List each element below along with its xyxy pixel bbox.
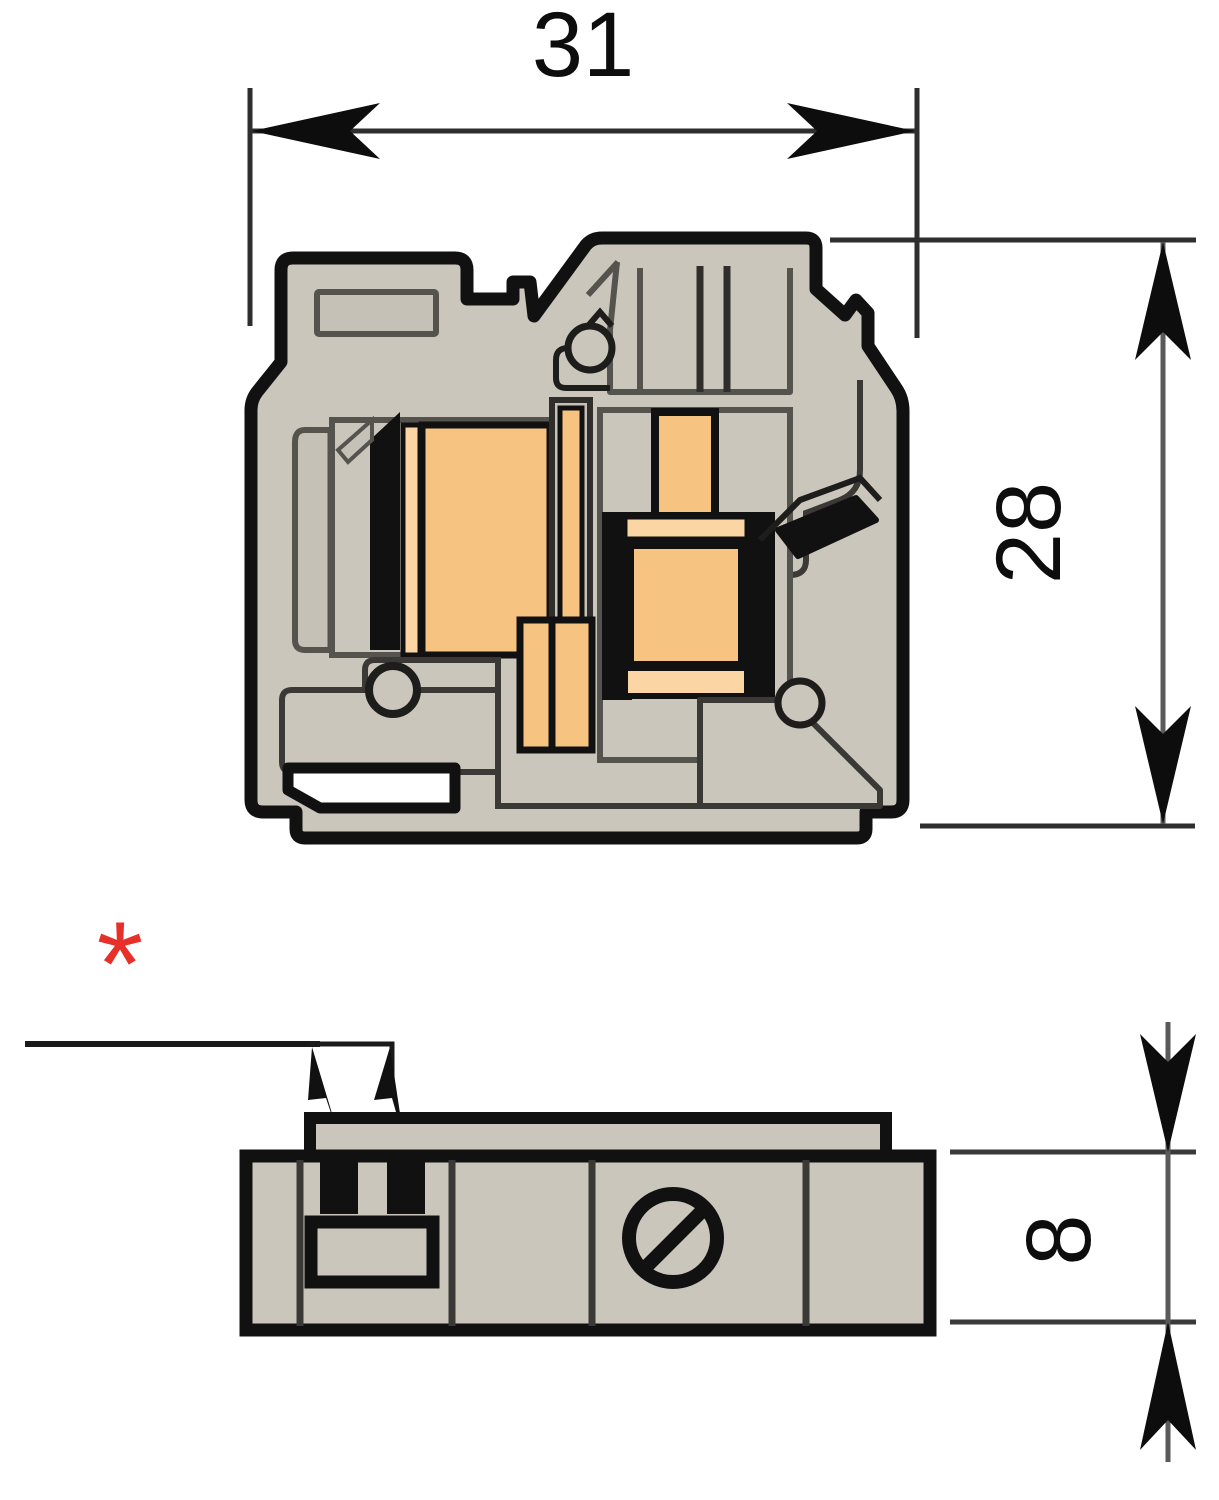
depth-dim-value: 8: [1008, 1214, 1110, 1265]
height-dim-arrow-bottom-icon: [1135, 706, 1191, 824]
asterisk-leader-arrow-right-icon: [374, 1047, 404, 1140]
lower-right-pivot-circle-icon: [774, 677, 826, 729]
width-dim-arrow-left-icon: [252, 103, 380, 159]
clamp-upper-metal: [651, 408, 719, 526]
width-dimension: 31: [247, 0, 920, 338]
din-rail-foot-slot: [282, 762, 461, 814]
depth-dim-arrow-bottom-icon: [1140, 1322, 1196, 1450]
width-dim-value: 31: [532, 0, 634, 96]
footnote-asterisk-symbol: *: [97, 897, 144, 1031]
marker-slot-recess: [314, 289, 439, 337]
clamp-mid-metal-strip: [622, 514, 750, 542]
top-view-notch-right: [387, 1158, 425, 1214]
left-busbar-dark-wedge: [370, 412, 400, 650]
top-view-marker-slot: [304, 1215, 440, 1289]
roof-slope-line: [585, 259, 621, 298]
spring-lever-outline: [757, 474, 883, 543]
screw-shaft-lower: [516, 616, 556, 754]
roof-inner-contour: [607, 261, 793, 395]
clamp-lower-metal-block: [626, 541, 746, 669]
lower-right-foot: [697, 697, 883, 809]
height-dimension: 28: [830, 237, 1196, 829]
depth-dim-arrow-top-icon: [1140, 1034, 1196, 1152]
upper-pivot-link: [585, 307, 615, 328]
left-busbar-top-bevel: [335, 415, 374, 465]
clamp-yoke: [602, 512, 775, 700]
depth-dimension: 8: [950, 1022, 1196, 1462]
top-view: [239, 1112, 937, 1337]
height-dim-value: 28: [978, 482, 1080, 584]
screw-slot-icon: [638, 1203, 710, 1275]
clamp-base-metal-strip: [622, 665, 750, 699]
height-dim-arrow-top-icon: [1135, 242, 1191, 360]
asterisk-leader-arrow-left-icon: [308, 1047, 340, 1140]
footnote-asterisk-group: *: [25, 897, 404, 1140]
spring-lever: [775, 495, 879, 559]
lower-pivot-circle-icon: [365, 662, 421, 718]
cross-section-view: [244, 231, 910, 845]
width-dim-arrow-right-icon: [787, 103, 915, 159]
bottom-rail-ledge: [495, 772, 700, 809]
top-view-notch-left: [320, 1158, 358, 1214]
screw-shaft-lower-alt: [548, 616, 596, 754]
upper-pivot-circle-icon: [564, 322, 616, 374]
upper-pivot-bracket: [553, 345, 610, 391]
left-busbar-metal-edge: [400, 422, 423, 658]
